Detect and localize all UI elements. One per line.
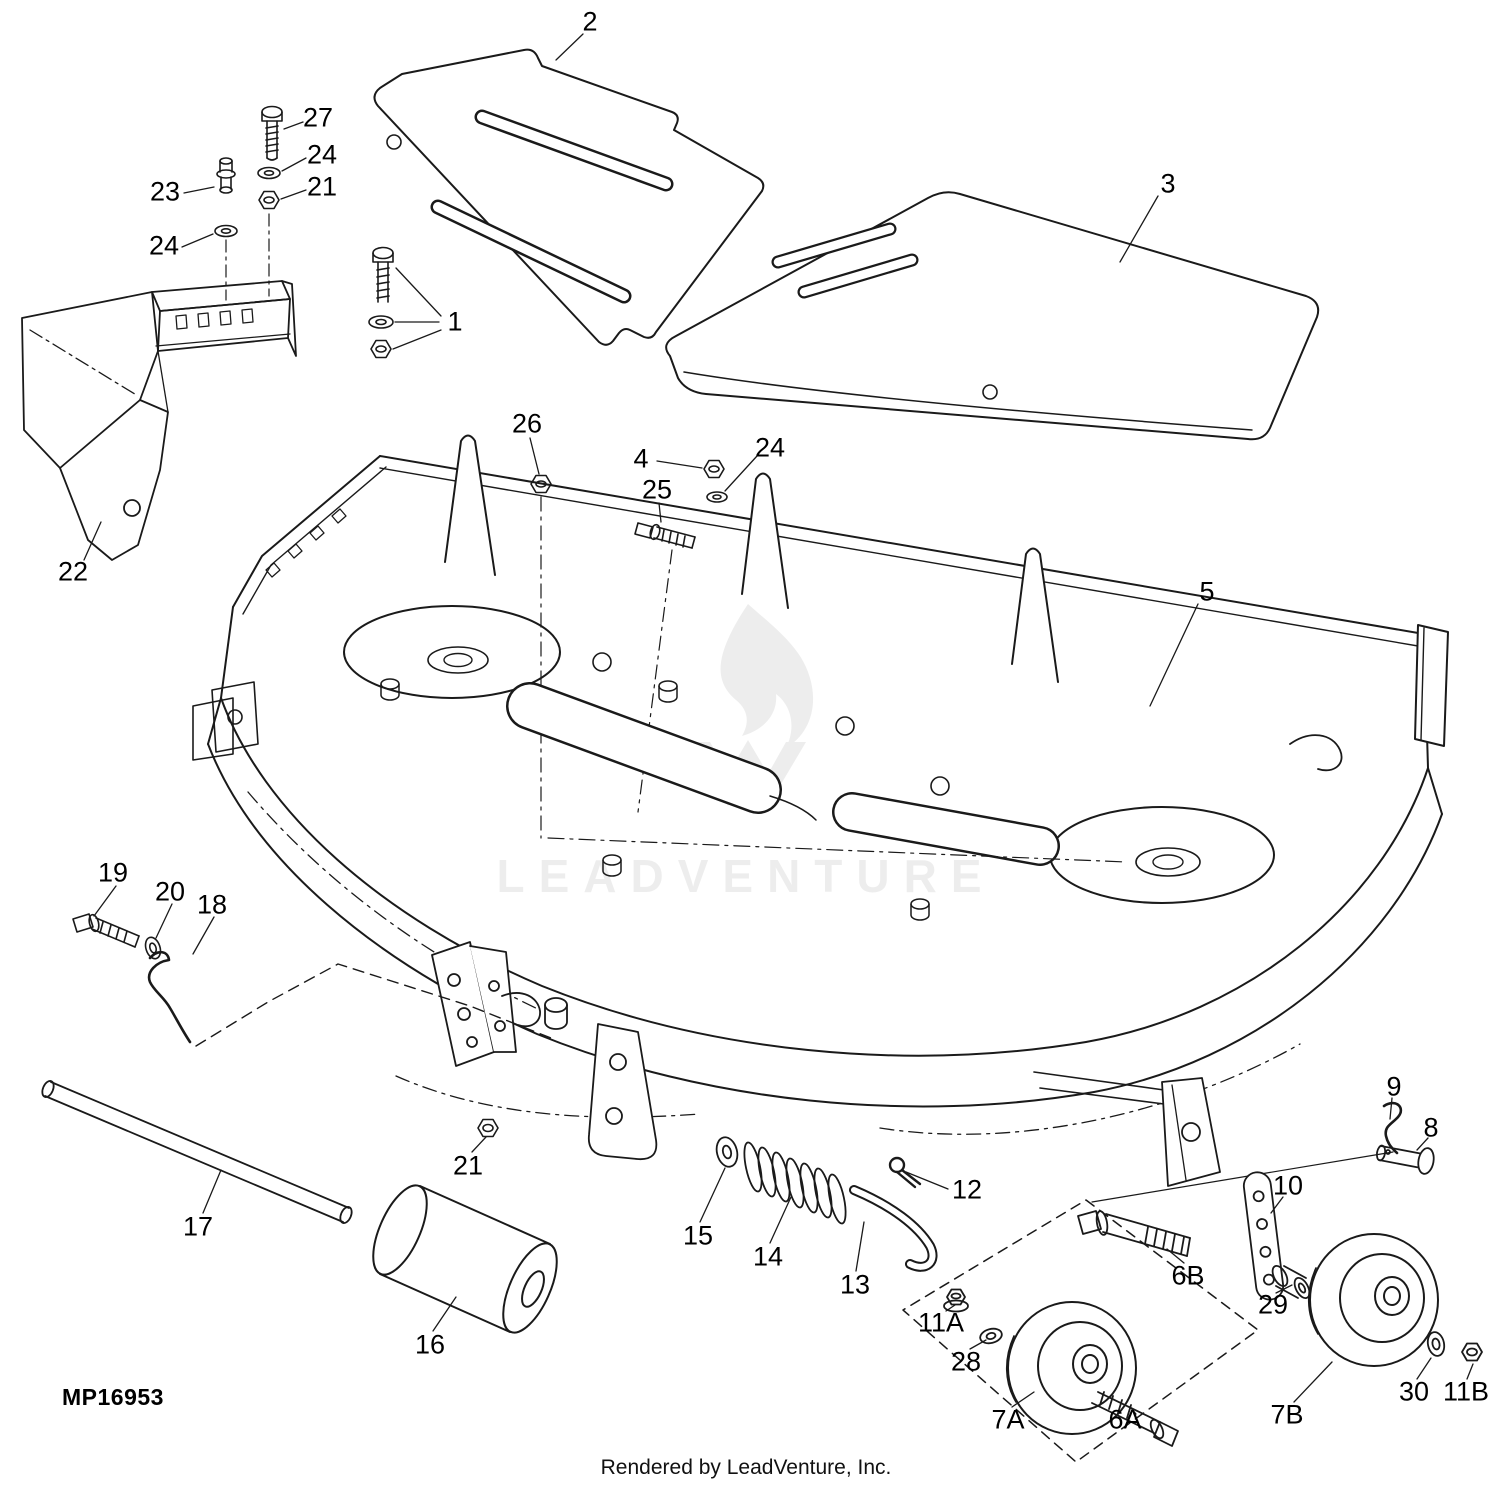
bushing-29 [1271,1264,1311,1300]
bolt-1-set [368,246,394,359]
part-22-deflector [21,280,297,561]
callout-label: 3 [1160,168,1176,199]
callout-label: 15 [682,1220,714,1251]
roller-16 [372,1184,558,1334]
callout-label: 24 [148,230,180,261]
nut-21-lower [477,1118,499,1138]
callout-label: 13 [839,1269,871,1300]
bolt-19 [72,913,140,948]
callout-label: 18 [196,889,228,920]
callout-label: 20 [154,876,186,907]
cotter-pin-12 [888,1156,922,1189]
callout-label: 10 [1272,1170,1304,1201]
callout-label: 8 [1423,1112,1439,1143]
washer-20 [144,936,162,960]
callout-label: 4 [633,443,649,474]
washer-30 [1426,1331,1446,1357]
part-2-belt-shield [373,48,765,346]
drawing-number: MP16953 [62,1384,164,1410]
washer-28 [979,1327,1003,1345]
callout-label: 19 [97,857,129,888]
callout-label: 7B [1270,1399,1304,1430]
part-3-belt-shield [665,191,1320,441]
washer-24-left [214,224,238,238]
spring-14 [743,1141,847,1225]
callout-label: 14 [752,1241,784,1272]
callout-label: 24 [306,139,338,170]
bolt-27 [261,105,283,161]
callout-label: 27 [302,102,334,133]
callout-label: 12 [951,1174,983,1205]
callout-label: 25 [641,474,673,505]
pin-8 [1375,1144,1435,1175]
callout-label: 7A [991,1404,1025,1435]
callout-label: 2 [582,6,598,37]
bolt-25 [634,522,696,549]
callout-label: 5 [1199,576,1215,607]
clip-9 [1382,1101,1403,1155]
callout-label: 11A [917,1307,965,1338]
callout-label: 28 [950,1346,982,1377]
callout-label: 17 [182,1211,214,1242]
washer-24-mid [706,491,728,503]
washer-15 [715,1136,739,1168]
callout-label: 26 [511,408,543,439]
callout-label: 1 [447,306,463,337]
callout-label: 21 [452,1150,484,1181]
wheel-7A [1005,1301,1137,1435]
callout-label: 23 [149,176,181,207]
wheel-7B [1307,1233,1439,1367]
axle-line [1091,1151,1394,1203]
callout-label: 22 [57,556,89,587]
callout-label: 16 [414,1329,446,1360]
part-23-pin [216,157,236,194]
callout-label: 6A [1108,1404,1142,1435]
nut-21-upper [258,190,280,210]
callout-label: 9 [1386,1071,1402,1102]
callout-label: 30 [1398,1376,1430,1407]
callout-label: 6B [1171,1260,1205,1291]
callout-label: 24 [754,432,786,463]
nut-4 [703,459,725,479]
hidden-line-spring [195,963,557,1047]
nut-11B [1461,1342,1483,1362]
nut-11A [943,1288,969,1313]
spring-18 [147,950,192,1044]
watermark-text: LEADVENTURE [496,850,995,902]
deck-front-brackets [431,941,1221,1187]
centerline-hardware-left [225,213,270,301]
washer-24-upper [257,166,281,180]
footer-credit: Rendered by LeadVenture, Inc. [600,1456,892,1479]
leader-lines [83,33,1474,1415]
bolt-6A [1091,1391,1179,1447]
callout-label: 21 [306,171,338,202]
rod-17 [41,1080,353,1224]
bolt-6B [1077,1210,1191,1257]
callout-label: 11B [1442,1376,1490,1407]
part-5-deck [192,434,1449,1135]
callout-label: 29 [1257,1289,1289,1320]
wheel-7A-box [902,1199,1259,1463]
rod-13 [849,1185,938,1272]
